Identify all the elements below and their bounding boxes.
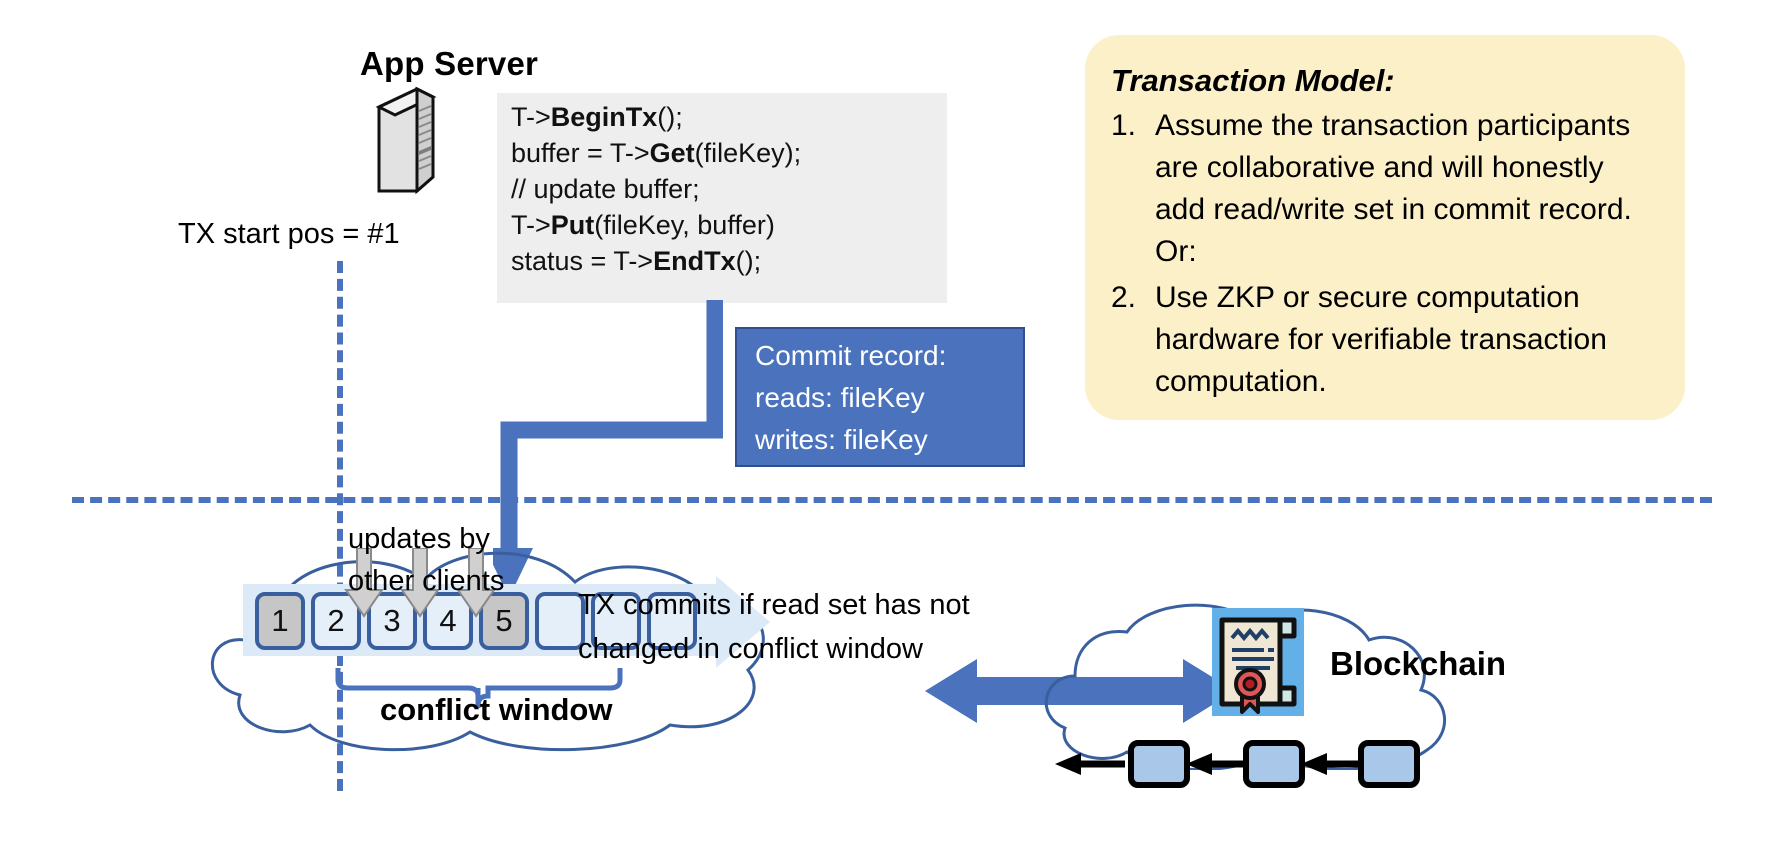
- conflict-window-label: conflict window: [380, 692, 613, 727]
- code-line-4: T->Put(fileKey, buffer): [511, 207, 935, 243]
- update-arrow-icon: [400, 547, 440, 618]
- code-bold: Get: [649, 138, 695, 168]
- certificate-icon: [1212, 608, 1304, 716]
- ledger-blockchain-sync-arrow: [925, 655, 1235, 727]
- ledger-cell[interactable]: 2: [311, 592, 361, 650]
- transaction-model-callout: Transaction Model: 1. Assume the transac…: [1085, 35, 1685, 420]
- blockchain-block[interactable]: [1358, 740, 1420, 788]
- code-line-3: // update buffer;: [511, 171, 935, 207]
- code-pre: // update buffer;: [511, 174, 700, 204]
- code-post: (fileKey, buffer): [594, 210, 775, 240]
- commit-record-writes: writes: fileKey: [755, 424, 928, 455]
- code-pre: status = T->: [511, 246, 654, 276]
- ledger-cloud-outline: [170, 520, 810, 770]
- conflict-window-brace: [334, 666, 624, 710]
- code-post: (fileKey);: [694, 138, 802, 168]
- updates-label-line1: updates by: [348, 523, 490, 555]
- chain-link-arrow-icon: [1301, 753, 1361, 775]
- commit-record-box: Commit record: reads: fileKey writes: fi…: [735, 327, 1025, 467]
- code-post: ();: [735, 246, 762, 276]
- chain-link-arrow-icon: [1055, 753, 1125, 775]
- transaction-model-list: 1. Assume the transaction participants a…: [1111, 105, 1659, 403]
- code-line-5: status = T->EndTx();: [511, 243, 935, 279]
- chain-link-arrow-icon: [1186, 753, 1246, 775]
- list-item-text: Assume the transaction participants are …: [1155, 109, 1632, 268]
- list-item-text: Use ZKP or secure computation hardware f…: [1155, 281, 1607, 398]
- list-item-number: 1.: [1111, 109, 1137, 142]
- tx-commits-line1: TX commits if read set has not: [578, 589, 970, 621]
- code-bold: EndTx: [653, 246, 736, 276]
- blockchain-cloud-outline: [1035, 590, 1455, 772]
- commit-flow-arrow: [485, 300, 724, 600]
- tx-start-pos-label: TX start pos = #1: [178, 218, 400, 250]
- tx-commits-condition-label: TX commits if read set has not changed i…: [578, 583, 970, 671]
- ledger-cell[interactable]: 3: [367, 592, 417, 650]
- ledger-cell[interactable]: [591, 592, 641, 650]
- list-item: 2. Use ZKP or secure computation hardwar…: [1111, 277, 1659, 403]
- code-pre: buffer = T->: [511, 138, 650, 168]
- update-arrow-icon: [456, 547, 496, 618]
- updates-by-other-clients-label: updates by other clients: [348, 518, 504, 602]
- ledger-cell[interactable]: 5: [479, 592, 529, 650]
- commit-record-title: Commit record:: [755, 340, 947, 371]
- blockchain-block[interactable]: [1243, 740, 1305, 788]
- ledger-direction-chevron: [716, 576, 770, 668]
- tx-commits-line2: changed in conflict window: [578, 633, 923, 665]
- code-bold: Put: [550, 210, 595, 240]
- code-line-1: T->BeginTx();: [511, 99, 935, 135]
- ledger-cell[interactable]: 1: [255, 592, 305, 650]
- code-bold: BeginTx: [550, 102, 658, 132]
- ledger-cell[interactable]: [535, 592, 585, 650]
- ledger-cell[interactable]: [647, 592, 697, 650]
- list-item: 1. Assume the transaction participants a…: [1111, 105, 1659, 273]
- blockchain-label: Blockchain: [1330, 645, 1507, 682]
- tx-start-dashed-line: [337, 261, 343, 791]
- ledger-cell[interactable]: 4: [423, 592, 473, 650]
- blockchain-block[interactable]: [1128, 740, 1190, 788]
- code-pre: T->: [511, 210, 551, 240]
- code-line-2: buffer = T->Get(fileKey);: [511, 135, 935, 171]
- code-pre: T->: [511, 102, 551, 132]
- list-item-number: 2.: [1111, 281, 1137, 314]
- commit-record-reads: reads: fileKey: [755, 382, 925, 413]
- update-arrow-icon: [344, 547, 384, 618]
- updates-label-line2: other clients: [348, 565, 505, 597]
- code-snippet-box: T->BeginTx(); buffer = T->Get(fileKey); …: [497, 93, 947, 303]
- app-ledger-divider: [72, 497, 1712, 503]
- ledger-cells: 1 2 3 4 5: [255, 592, 697, 650]
- code-post: ();: [657, 102, 683, 132]
- transaction-model-title: Transaction Model:: [1111, 63, 1395, 98]
- app-server-title: App Server: [360, 45, 539, 82]
- server-tower-icon: [375, 85, 437, 195]
